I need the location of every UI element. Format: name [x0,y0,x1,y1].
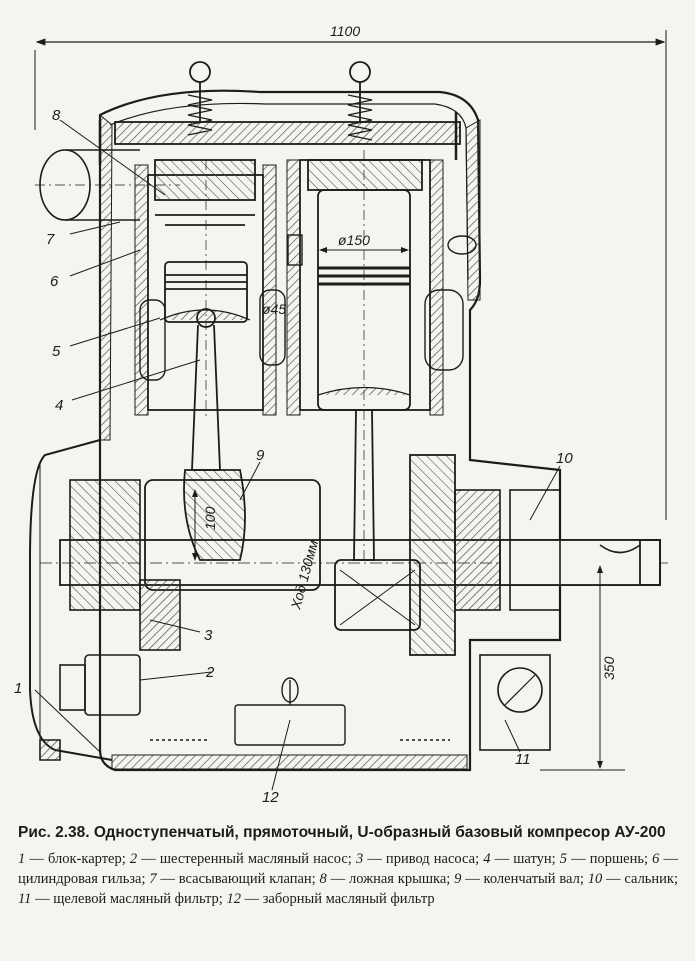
legend-text: — сальник; [602,871,679,887]
legend-number: 9 [454,871,462,887]
caption-title: Рис. 2.38. Одноступенчатый, прямоточный,… [18,824,666,841]
legend-entry: 10 — сальник; [588,871,678,887]
legend-text: — блок-картер; [25,851,130,867]
legend-entry: 1 — блок-картер; [18,851,130,867]
top-cover [98,61,461,165]
overall-width-dimension: 1100 [34,23,667,520]
small-bore-label: ø45 [262,301,286,317]
legend-number: 5 [559,851,568,867]
callout-4: 4 [55,397,63,414]
legend-entry: 6 — цилиндровая гильза; [18,851,678,887]
legend-number: 1 [18,851,26,867]
callout-12: 12 [262,789,279,806]
bore-label: ø150 [338,232,370,248]
legend-number: 6 [652,851,660,867]
legend-text: — поршень; [567,851,653,867]
leader-lines [34,119,561,791]
bore-dimension: ø150 ø45 [262,232,409,317]
callout-7: 7 [46,231,55,248]
callout-2: 2 [205,664,215,681]
callouts: 1 2 3 4 5 6 7 8 9 10 11 12 [14,107,573,806]
figure-caption: Рис. 2.38. Одноступенчатый, прямоточный,… [18,822,678,909]
legend-text: — шестеренный масляный насос; [137,851,356,867]
legend-entry: 8 — ложная крышка; [320,871,455,887]
oil-strainer [150,677,450,746]
legend-text: — щелевой масляный фильтр; [31,891,227,907]
legend-text: — привод насоса; [363,851,484,867]
legend-entry: 4 — шатун; [483,851,560,867]
legend-entry: 9 — коленчатый вал; [454,871,588,887]
callout-9: 9 [256,447,265,464]
shaft-height-dimension: 350 [540,565,625,771]
callout-3: 3 [204,627,213,644]
legend-number: 8 [319,871,327,887]
legend-number: 10 [587,871,603,887]
callout-1: 1 [14,680,22,697]
left-cylinder [134,159,277,420]
legend-number: 11 [18,891,32,907]
legend-entry: 7 — всасывающий клапан; [149,871,319,887]
legend-number: 3 [355,851,364,867]
overall-width-label: 1100 [330,23,360,39]
legend-number: 12 [226,891,241,907]
legend-text: — коленчатый вал; [461,871,588,887]
shaft-height-label: 350 [601,656,617,680]
callout-8: 8 [52,107,61,124]
callout-5: 5 [52,343,61,360]
legend-text: — шатун; [490,851,560,867]
caption-legend: 1 — блок-картер; 2 — шестеренный масляны… [18,849,678,909]
legend-entry: 11 — щелевой масляный фильтр; [18,891,226,907]
seal-and-bearing [454,489,561,751]
legend-number: 7 [149,871,157,887]
callout-11: 11 [515,751,531,768]
legend-number: 4 [483,851,491,867]
legend-entry: 3 — привод насоса; [356,851,483,867]
right-cylinder [286,150,444,560]
callout-10: 10 [556,450,573,467]
gear-train [39,479,181,761]
legend-number: 2 [129,851,138,867]
legend-entry: 5 — поршень; [560,851,652,867]
legend-text: — всасывающий клапан; [156,871,320,887]
callout-6: 6 [50,273,59,290]
legend-entry: 2 — шестеренный масляный насос; [130,851,356,867]
block-crankcase [29,89,562,772]
offset-label: 100 [202,506,218,530]
legend-text: — ложная крышка; [326,871,455,887]
water-jacket-cavities [139,234,477,381]
legend-text: — заборный масляный фильтр [240,891,435,907]
crankshaft [40,454,670,656]
legend-entry: 12 — заборный масляный фильтр [226,891,434,907]
legend-text: — цилиндровая гильза; [18,851,679,887]
stroke-label: Ход 130мм [287,538,321,612]
compressor-section-drawing: 1 100 [14,23,670,806]
